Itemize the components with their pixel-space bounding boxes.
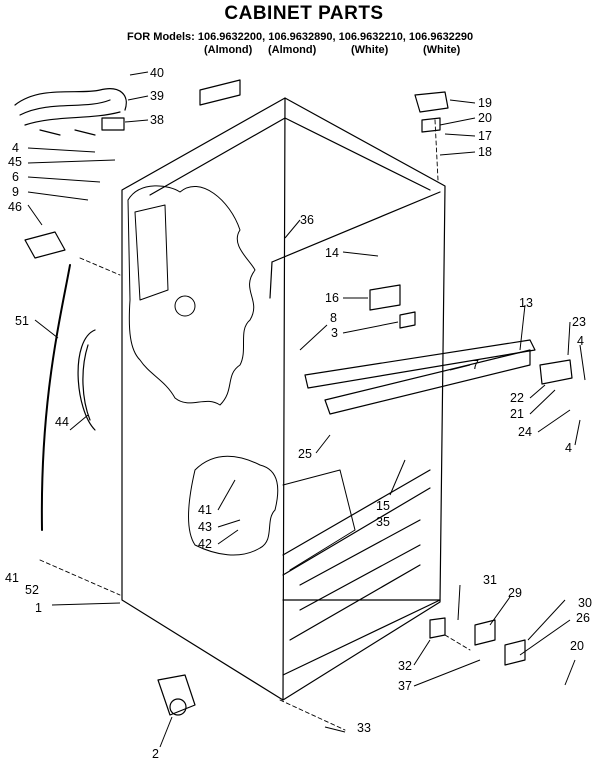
callout-45: 45 — [8, 155, 22, 169]
callout-16: 16 — [325, 291, 339, 305]
callout-41: 41 — [198, 503, 212, 517]
callout-51: 51 — [15, 314, 29, 328]
callout-41-b: 41 — [5, 571, 19, 585]
callout-24: 24 — [518, 425, 532, 439]
callout-32: 32 — [398, 659, 412, 673]
callout-4: 4 — [12, 141, 19, 155]
callout-9: 9 — [12, 185, 19, 199]
wiring-harness — [14, 88, 127, 136]
model-color-1: (Almond) — [204, 44, 253, 56]
part-13 — [324, 349, 531, 415]
callout-20-b: 20 — [570, 639, 584, 653]
callout-44: 44 — [55, 415, 69, 429]
part-39 — [199, 79, 241, 106]
callout-43: 43 — [198, 520, 212, 534]
callout-15: 15 — [376, 499, 390, 513]
part-44 — [77, 329, 96, 431]
part-21 — [539, 359, 573, 385]
part-2 — [157, 674, 196, 716]
callout-1: 1 — [35, 601, 42, 615]
callout-20: 20 — [478, 111, 492, 125]
callout-36: 36 — [300, 213, 314, 227]
callout-37: 37 — [398, 679, 412, 693]
callout-leaders — [27, 71, 586, 748]
callout-40: 40 — [150, 66, 164, 80]
callout-13: 13 — [519, 296, 533, 310]
models-line: FOR Models: 106.9632200, 106.9632890, 10… — [127, 31, 474, 43]
part-3 — [399, 311, 416, 329]
callout-6: 6 — [12, 170, 19, 184]
part-51 — [40, 264, 71, 531]
callout-4-b: 4 — [577, 334, 584, 348]
part-7 — [304, 339, 536, 389]
callout-18: 18 — [478, 145, 492, 159]
callout-33: 33 — [357, 721, 371, 735]
callout-23: 23 — [572, 315, 586, 329]
callout-14: 14 — [325, 246, 339, 260]
part-32 — [429, 617, 446, 639]
callout-17: 17 — [478, 129, 492, 143]
callout-19: 19 — [478, 96, 492, 110]
part-17 — [421, 117, 441, 133]
cabinet-cutaway — [127, 185, 356, 571]
callout-29: 29 — [508, 586, 522, 600]
cabinet-body — [121, 97, 446, 701]
model-color-3: (White) — [351, 44, 389, 56]
part-46 — [24, 231, 66, 259]
part-19 — [414, 91, 449, 113]
callout-26: 26 — [576, 611, 590, 625]
callout-8: 8 — [330, 311, 337, 325]
page-title: CABINET PARTS — [224, 3, 384, 24]
callout-38: 38 — [150, 113, 164, 127]
callout-42: 42 — [198, 537, 212, 551]
part-26 — [504, 639, 526, 666]
callout-4-c: 4 — [565, 441, 572, 455]
model-color-4: (White) — [423, 44, 461, 56]
model-color-2: (Almond) — [268, 44, 317, 56]
callout-7: 7 — [472, 358, 479, 372]
callout-39: 39 — [150, 89, 164, 103]
callout-22: 22 — [510, 391, 524, 405]
callout-46: 46 — [8, 200, 22, 214]
callout-21: 21 — [510, 407, 524, 421]
callout-25: 25 — [298, 447, 312, 461]
part-16 — [369, 284, 401, 311]
part-2-wheel — [169, 698, 187, 716]
callout-2: 2 — [152, 747, 159, 761]
callout-3: 3 — [331, 326, 338, 340]
callout-30: 30 — [578, 596, 592, 610]
callout-31: 31 — [483, 573, 497, 587]
callout-35: 35 — [376, 515, 390, 529]
part-29 — [474, 619, 496, 646]
callout-52: 52 — [25, 583, 39, 597]
